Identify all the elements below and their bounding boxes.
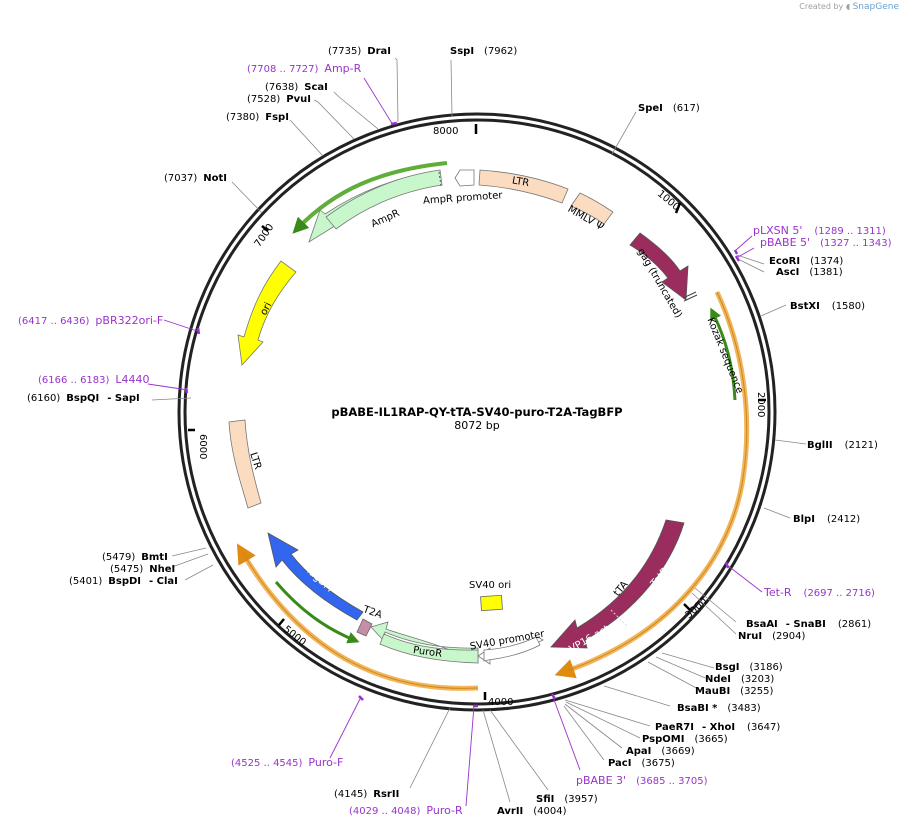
tick-6000: 6000: [197, 434, 208, 459]
feature-mmlv-psi: [570, 192, 614, 225]
site-ndei: NdeI(3203): [705, 674, 774, 685]
orange-region-left-core: [242, 552, 479, 689]
label-ampr-promoter: AmpR promoter: [423, 190, 504, 207]
label-sv40-ori: SV40 ori: [469, 580, 511, 591]
snapgene-credit: Created by ◖ SnapGene: [799, 2, 899, 12]
site-paer7i: PaeR7I- XhoI(3647): [655, 722, 780, 733]
primer-pbabe3: pBABE 3'(3685 .. 3705): [576, 774, 708, 787]
label-ltr-top: LTR: [511, 175, 530, 189]
primer-tet-r: Tet-R(2697 .. 2716): [763, 586, 875, 599]
green-arrow-left: [274, 581, 360, 644]
feature-sv40-ori: [480, 594, 503, 612]
site-fspi: (7380)FspI: [226, 112, 289, 123]
primer-puro-r: (4029 .. 4048)Puro-R: [349, 804, 463, 817]
site-bstxi: BstXI(1580): [790, 301, 865, 312]
label-ampr: AmpR: [370, 208, 402, 230]
site-maubi: MauBI(3255): [695, 686, 774, 697]
primer-lines: [147, 77, 763, 807]
tick-4000: 4000: [488, 697, 513, 708]
feature-ampr-body: [325, 169, 443, 230]
site-pvui: (7528)PvuI: [247, 94, 311, 105]
plasmid-name: pBABE-IL1RAP-QY-tTA-SV40-puro-T2A-TagBFP: [331, 405, 622, 419]
feature-ltr-top: [478, 169, 569, 204]
label-t2a: T2A: [361, 604, 384, 621]
feature-gag: [629, 232, 689, 301]
site-bspqi: (6160)BspQI- SapI: [27, 393, 140, 404]
site-scai: (7638)ScaI: [265, 82, 328, 93]
site-nhei: (5475)NheI: [110, 564, 175, 575]
feature-ltr-left: [228, 419, 262, 509]
primer-ticks: [184, 121, 741, 708]
plasmid-length: 8072 bp: [454, 419, 499, 432]
primer-l4440: (6166 .. 6183)L4440: [38, 373, 150, 386]
feature-tagbfp: [267, 532, 364, 621]
orange-region-right-core: [565, 291, 748, 672]
primer-plxsn5: pLXSN 5'(1289 .. 1311): [753, 224, 886, 237]
green-arrow-top: [292, 161, 448, 234]
leader-lines: [151, 57, 807, 803]
site-bspdi: (5401)BspDI- ClaI: [69, 576, 178, 587]
feature-ampr-promoter: [454, 169, 475, 187]
site-apai: ApaI(3669): [626, 746, 695, 757]
primer-pbabe5: pBABE 5'(1327 .. 1343): [760, 236, 892, 249]
site-bsabi: BsaBI *(3483): [677, 703, 761, 714]
site-pspomi: PspOMI(3665): [642, 734, 728, 745]
site-bglii: BglII(2121): [807, 440, 878, 451]
snapgene-logo-icon: ◖: [845, 2, 851, 11]
site-avrii: AvrII(4004): [497, 806, 567, 817]
backbone-inner: [183, 118, 771, 706]
brand-name: SnapGene: [852, 2, 899, 12]
site-blpi: BlpI(2412): [793, 514, 860, 525]
site-paci: PacI(3675): [608, 758, 675, 769]
feature-puror-body: [379, 633, 479, 664]
site-sspi: SspI(7962): [450, 46, 517, 57]
primer-amp-r: (7708 .. 7727)Amp-R: [247, 62, 362, 75]
tick-3000: 3000: [683, 596, 709, 621]
feature-t2a: [356, 618, 373, 637]
site-bmti: (5479)BmtI: [102, 552, 168, 563]
site-rsrii: (4145)RsrII: [334, 789, 399, 800]
tick-2000: 2000: [755, 392, 766, 417]
feature-ori: [237, 260, 297, 366]
site-nrui: NruI(2904): [738, 631, 805, 642]
site-drai: (7735)DraI: [328, 46, 391, 57]
primer-puro-f: (4525 .. 4545)Puro-F: [231, 756, 343, 769]
credit-text: Created by: [799, 2, 844, 11]
label-ltr-left: LTR: [247, 451, 263, 471]
primer-pbr322ori-f: (6417 .. 6436)pBR322ori-F: [18, 314, 163, 327]
label-ori: ori: [258, 301, 274, 318]
site-noti: (7037)NotI: [164, 173, 227, 184]
site-labels: (7735)DraI SspI(7962) (7638)ScaI (7528)P…: [27, 46, 878, 817]
site-ecori: EcoRI(1374): [769, 256, 843, 267]
feature-sv40-promoter-body: [483, 636, 541, 662]
feature-kozak: [682, 291, 698, 302]
site-spei: SpeI(617): [638, 103, 700, 114]
tick-8000: 8000: [433, 126, 458, 137]
feature-tta: [550, 519, 685, 649]
primer-labels: (7708 .. 7727)Amp-R pLXSN 5'(1289 .. 131…: [18, 62, 892, 817]
site-bsaai: BsaAI- SnaBI(2861): [746, 619, 871, 630]
backbone-outer: [177, 112, 777, 712]
site-asci: AscI(1381): [776, 267, 843, 278]
orange-region-left: [236, 543, 479, 691]
green-arrow-right: [710, 307, 737, 401]
site-sfii: SfiI(3957): [536, 794, 598, 805]
tick-7000: 7000: [253, 222, 277, 249]
site-bsgi: BsgI(3186): [715, 662, 783, 673]
label-puror: PuroR: [412, 645, 442, 660]
tick-marks: [188, 124, 766, 700]
